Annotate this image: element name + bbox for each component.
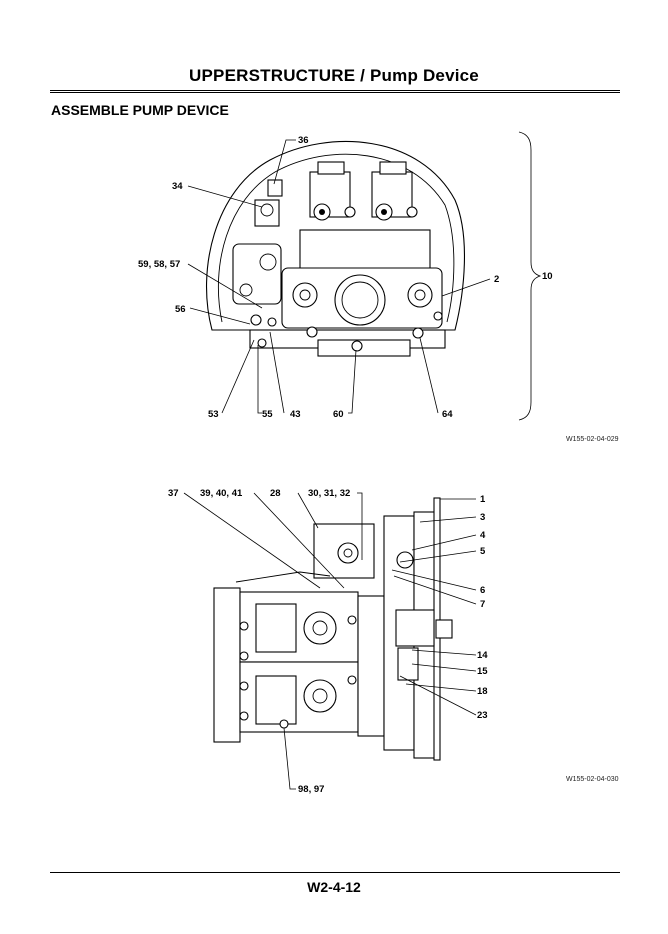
- callout-39-40-41: 39, 40, 41: [200, 488, 243, 499]
- callout-2: 2: [494, 274, 499, 285]
- section-title: ASSEMBLE PUMP DEVICE: [51, 102, 229, 118]
- callout-64: 64: [442, 409, 453, 420]
- callout-28: 28: [270, 488, 281, 499]
- callout-34: 34: [172, 181, 183, 192]
- footer-rule: [50, 872, 620, 873]
- callout-10: 10: [542, 271, 553, 282]
- callout-60: 60: [333, 409, 344, 420]
- callout-98-97: 98, 97: [298, 784, 324, 795]
- callout-23: 23: [477, 710, 488, 721]
- callout-56: 56: [175, 304, 186, 315]
- callout-43: 43: [290, 409, 301, 420]
- figure2-code: W155-02-04-030: [566, 776, 619, 783]
- page-title: UPPERSTRUCTURE / Pump Device: [189, 66, 479, 85]
- figure1-code: W155-02-04-029: [566, 436, 619, 443]
- callout-53: 53: [208, 409, 219, 420]
- callout-14: 14: [477, 650, 488, 661]
- page-number: W2-4-12: [307, 879, 361, 895]
- callout-7: 7: [480, 599, 485, 610]
- callout-30-31-32: 30, 31, 32: [308, 488, 350, 499]
- callout-1: 1: [480, 494, 486, 505]
- callout-18: 18: [477, 686, 488, 697]
- callout-6: 6: [480, 585, 485, 596]
- callout-15: 15: [477, 666, 488, 677]
- callout-55: 55: [262, 409, 273, 420]
- callout-3: 3: [480, 512, 485, 523]
- callout-37: 37: [168, 488, 179, 499]
- callout-5: 5: [480, 546, 486, 557]
- header-rule: [50, 90, 620, 93]
- callout-36: 36: [298, 135, 309, 146]
- callout-59-58-57: 59, 58, 57: [138, 259, 180, 270]
- callout-4: 4: [480, 530, 486, 541]
